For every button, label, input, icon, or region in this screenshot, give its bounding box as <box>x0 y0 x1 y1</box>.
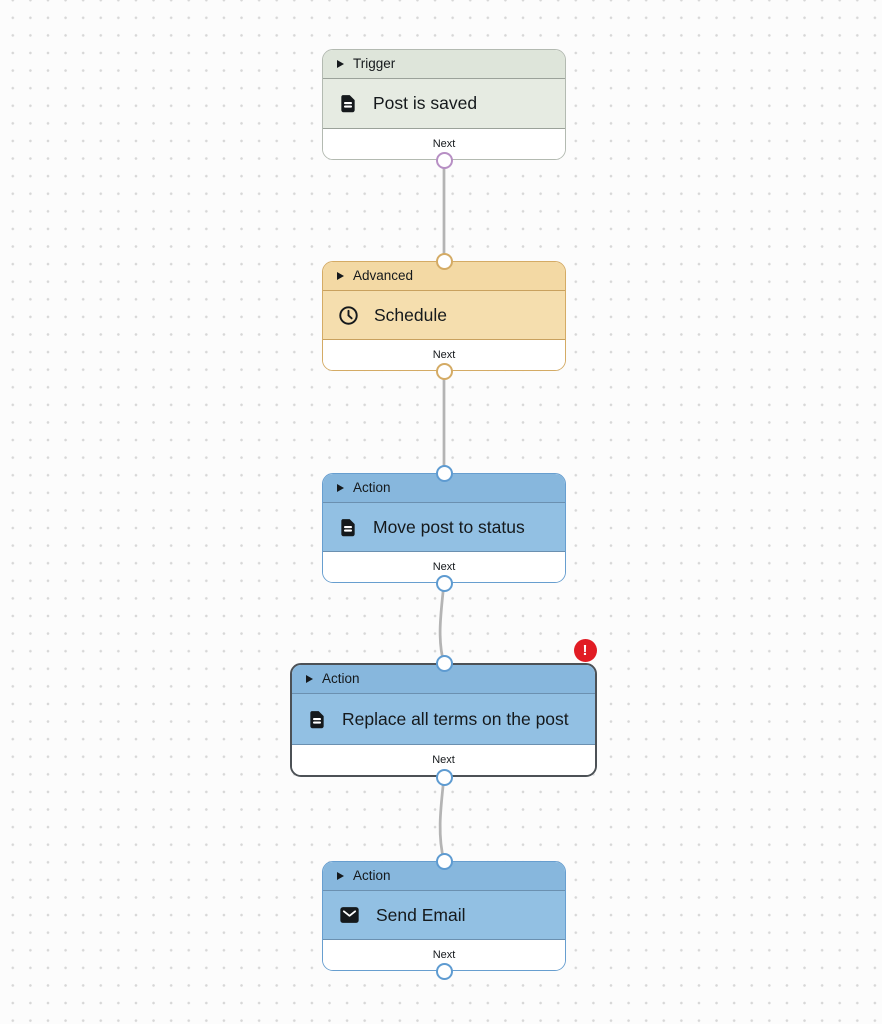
error-badge[interactable]: ! <box>573 638 597 662</box>
connection-port[interactable] <box>435 151 453 169</box>
node-header[interactable]: Trigger <box>323 50 565 79</box>
collapse-arrow-icon <box>337 60 344 68</box>
node-title: Move post to status <box>373 516 525 537</box>
connection-port[interactable] <box>435 362 453 380</box>
connection-port[interactable] <box>435 654 453 672</box>
node-trigger-post-is-saved[interactable]: Trigger Post is saved Next <box>322 49 566 160</box>
connector-line <box>438 776 446 862</box>
document-icon <box>338 517 358 538</box>
node-category-label: Action <box>353 868 391 883</box>
connection-port[interactable] <box>435 464 453 482</box>
collapse-arrow-icon <box>337 272 344 280</box>
node-title: Send Email <box>376 904 466 925</box>
node-title: Replace all terms on the post <box>342 708 569 729</box>
envelope-icon <box>338 905 361 925</box>
collapse-arrow-icon <box>337 484 344 492</box>
collapse-arrow-icon <box>337 872 344 880</box>
connection-port[interactable] <box>435 252 453 270</box>
connection-port[interactable] <box>435 768 453 786</box>
node-category-label: Advanced <box>353 268 414 283</box>
next-port-label: Next <box>323 551 565 582</box>
connection-port[interactable] <box>435 574 453 592</box>
node-category-label: Trigger <box>353 56 396 71</box>
document-icon <box>307 709 327 730</box>
node-body[interactable]: Post is saved <box>323 79 565 128</box>
node-body[interactable]: Schedule <box>323 291 565 339</box>
node-title: Post is saved <box>373 93 478 113</box>
connection-port[interactable] <box>435 852 453 870</box>
node-body[interactable]: Send Email <box>323 891 565 939</box>
node-category-label: Action <box>322 671 360 686</box>
node-header[interactable]: Action <box>323 862 565 891</box>
node-advanced-schedule[interactable]: Advanced Schedule Next <box>322 261 566 371</box>
connector-line <box>438 582 446 664</box>
node-title: Schedule <box>374 304 447 325</box>
node-category-label: Action <box>353 480 391 495</box>
clock-icon <box>338 305 359 326</box>
node-action-send-email[interactable]: Action Send Email Next <box>322 861 566 971</box>
collapse-arrow-icon <box>306 675 313 683</box>
node-action-replace-all-terms[interactable]: Action Replace all terms on the post Nex… <box>290 663 597 777</box>
connection-port[interactable] <box>435 962 453 980</box>
document-icon <box>338 93 358 114</box>
node-body[interactable]: Replace all terms on the post <box>292 694 595 744</box>
node-action-move-post-to-status[interactable]: Action Move post to status Next <box>322 473 566 583</box>
node-body[interactable]: Move post to status <box>323 503 565 551</box>
